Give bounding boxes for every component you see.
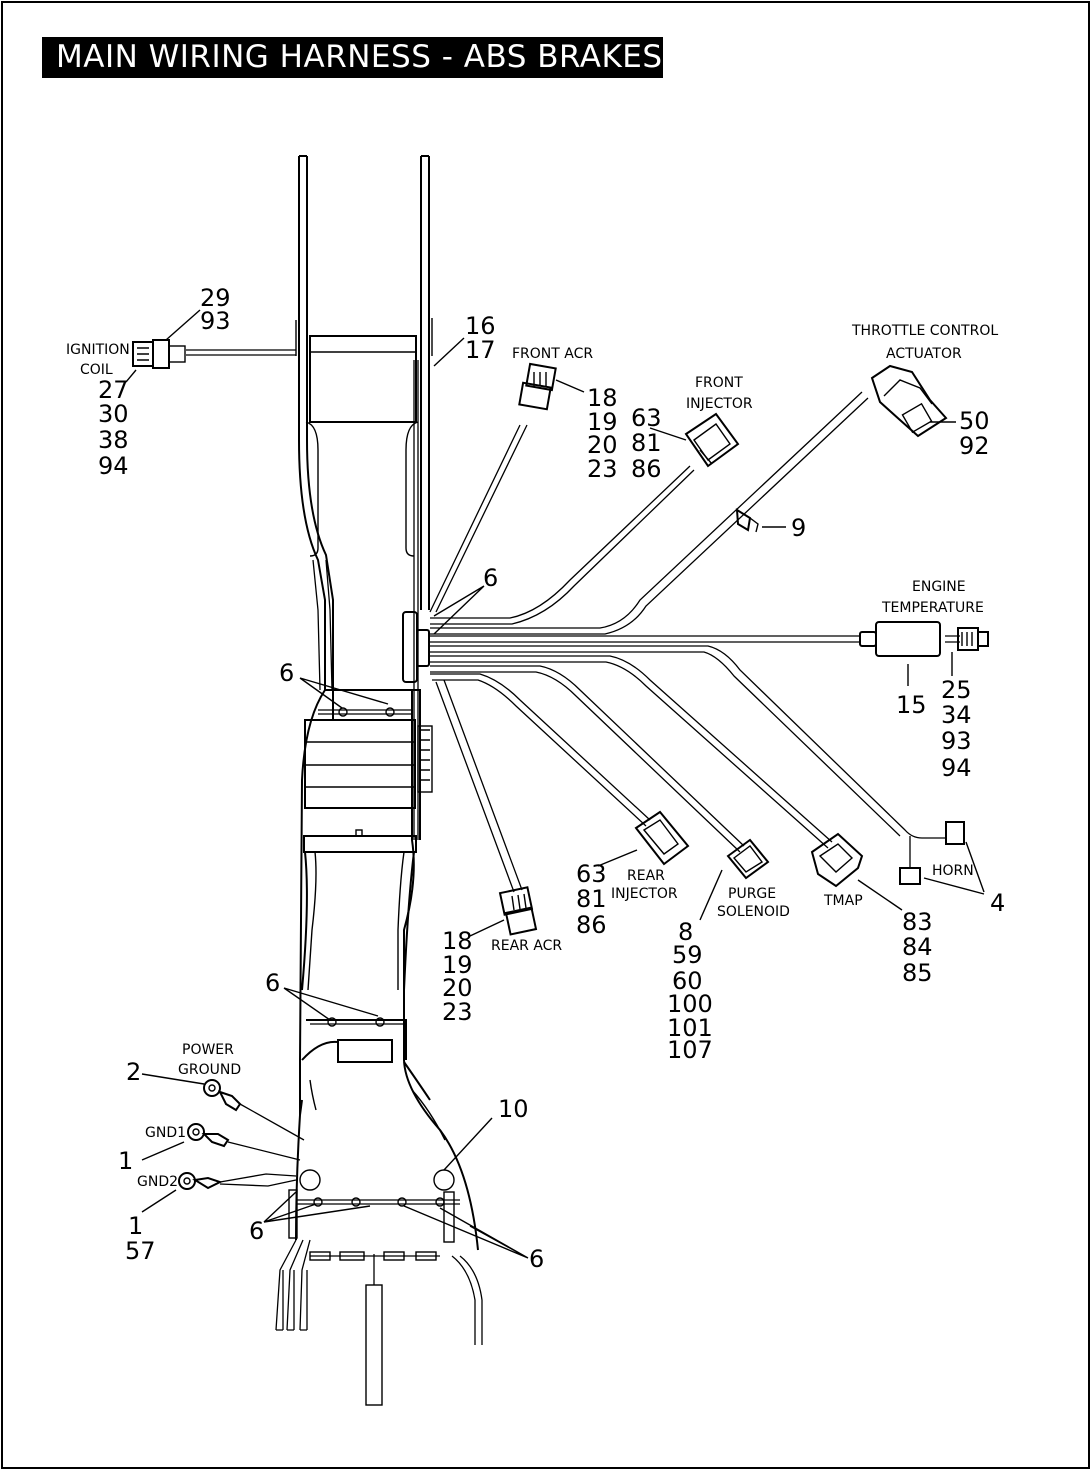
callout-engine-temp-right-4: 94 xyxy=(941,754,972,782)
caption-front-acr: FRONT ACR xyxy=(512,346,593,362)
caption-engine-temp-2: TEMPERATURE xyxy=(881,600,984,616)
caption-front-injector-1: FRONT xyxy=(695,375,743,391)
callout-tie-left-lower: 6 xyxy=(265,969,280,997)
callout-tmap-1: 83 xyxy=(902,908,933,936)
engine-temperature-sensor xyxy=(859,621,989,657)
caption-throttle-2: ACTUATOR xyxy=(886,346,962,362)
callout-tie-bottom-left: 6 xyxy=(249,1217,264,1245)
title-bar: MAIN WIRING HARNESS - ABS BRAKES xyxy=(42,37,663,78)
gnd2-terminal xyxy=(178,1172,297,1190)
callout-rear-acr-1: 18 xyxy=(442,927,473,955)
callout-front-acr-1: 18 xyxy=(587,384,618,412)
callout-throttle-1: 50 xyxy=(959,407,990,435)
callout-frame-bottom: 10 xyxy=(498,1095,529,1123)
rear-injector-connector xyxy=(634,810,690,866)
callout-engine-temp-right-2: 34 xyxy=(941,701,972,729)
callout-tie-upper-right: 6 xyxy=(483,564,498,592)
callout-gnd1: 1 xyxy=(118,1147,133,1175)
diagram-title: MAIN WIRING HARNESS - ABS BRAKES xyxy=(56,39,663,75)
component-captions: IGNITION COIL FRONT ACR FRONT INJECTOR T… xyxy=(66,323,998,1190)
motorcycle-frame xyxy=(288,155,479,1251)
caption-purge-1: PURGE xyxy=(728,886,776,902)
tmap-connector xyxy=(810,832,864,888)
callout-purge-2: 59 xyxy=(672,941,703,969)
callout-clip: 9 xyxy=(791,514,806,542)
callout-rear-injector-1: 63 xyxy=(576,860,607,888)
callout-rear-acr-2: 19 xyxy=(442,951,473,979)
caption-gnd2: GND2 xyxy=(137,1174,178,1190)
gnd1-terminal xyxy=(187,1123,301,1161)
caption-rear-acr: REAR ACR xyxy=(491,938,562,954)
callout-front-injector-1: 63 xyxy=(631,404,662,432)
cable-clip xyxy=(735,508,759,533)
callout-front-acr-3: 20 xyxy=(587,431,618,459)
caption-ignition-coil-2: COIL xyxy=(80,362,113,378)
callout-purge-5: 101 xyxy=(667,1014,713,1042)
callout-rear-acr-4: 23 xyxy=(442,998,473,1026)
callout-engine-temp-right-3: 93 xyxy=(941,727,972,755)
power-ground-terminal xyxy=(203,1079,305,1141)
callout-ignition-bottom-3: 38 xyxy=(98,426,129,454)
callout-power-ground: 2 xyxy=(126,1058,141,1086)
callout-engine-temp-right-1: 25 xyxy=(941,676,972,704)
callout-ignition-top-2: 93 xyxy=(200,307,231,335)
callout-throttle-2: 92 xyxy=(959,432,990,460)
leader-lines xyxy=(125,309,985,1259)
purge-solenoid-connector xyxy=(726,838,770,880)
callout-gnd2-2: 57 xyxy=(125,1237,156,1265)
caption-tmap: TMAP xyxy=(823,893,863,909)
callout-tmap-2: 84 xyxy=(902,933,933,961)
cable-ties xyxy=(309,707,445,1261)
callout-front-injector-3: 86 xyxy=(631,455,662,483)
horn-connector xyxy=(899,821,965,885)
callout-purge-6: 107 xyxy=(667,1036,713,1064)
rear-acr-connector xyxy=(498,886,538,936)
throttle-actuator-connector xyxy=(870,364,948,438)
callout-front-acr-2: 19 xyxy=(587,408,618,436)
caption-power-ground-2: GROUND xyxy=(178,1062,241,1078)
callout-front-acr-4: 23 xyxy=(587,455,618,483)
callout-ignition-bottom-1: 27 xyxy=(98,376,129,404)
callout-horn: 4 xyxy=(990,889,1005,917)
callout-gnd2-1: 1 xyxy=(128,1212,143,1240)
front-injector-connector xyxy=(684,412,740,468)
caption-engine-temp-1: ENGINE xyxy=(912,579,966,595)
callout-rear-acr-3: 20 xyxy=(442,974,473,1002)
caption-gnd1: GND1 xyxy=(145,1125,186,1141)
callout-rear-injector-2: 81 xyxy=(576,885,607,913)
callout-frame-top-2: 17 xyxy=(465,336,496,364)
callout-ignition-top-1: 29 xyxy=(200,284,231,312)
caption-purge-2: SOLENOID xyxy=(717,904,790,920)
caption-front-injector-2: INJECTOR xyxy=(686,396,753,412)
connectors xyxy=(132,339,989,1261)
front-acr-connector xyxy=(518,362,557,411)
caption-rear-injector-2: INJECTOR xyxy=(611,886,678,902)
ignition-coil-connector xyxy=(132,339,186,369)
callout-tie-bottom-right: 6 xyxy=(529,1245,544,1273)
caption-power-ground-1: POWER xyxy=(182,1042,234,1058)
branch-wires xyxy=(275,391,960,1406)
callout-tie-left-upper: 6 xyxy=(279,659,294,687)
callout-purge-3: 60 xyxy=(672,967,703,995)
callout-rear-injector-3: 86 xyxy=(576,911,607,939)
callout-frame-top-1: 16 xyxy=(465,312,496,340)
callout-purge-1: 8 xyxy=(678,918,693,946)
callout-tmap-3: 85 xyxy=(902,959,933,987)
callout-front-injector-2: 81 xyxy=(631,429,662,457)
caption-throttle-1: THROTTLE CONTROL xyxy=(851,323,998,339)
callout-numbers: 29 93 27 30 38 94 16 17 18 19 20 23 63 8… xyxy=(98,284,1005,1273)
callout-ignition-bottom-4: 94 xyxy=(98,452,129,480)
caption-rear-injector-1: REAR xyxy=(627,868,665,884)
callout-purge-4: 100 xyxy=(667,990,713,1018)
callout-engine-temp-left: 15 xyxy=(896,691,927,719)
callout-ignition-bottom-2: 30 xyxy=(98,400,129,428)
caption-horn: HORN xyxy=(932,863,974,879)
caption-ignition-coil-1: IGNITION xyxy=(66,342,130,358)
harness-trunk xyxy=(186,349,460,1205)
